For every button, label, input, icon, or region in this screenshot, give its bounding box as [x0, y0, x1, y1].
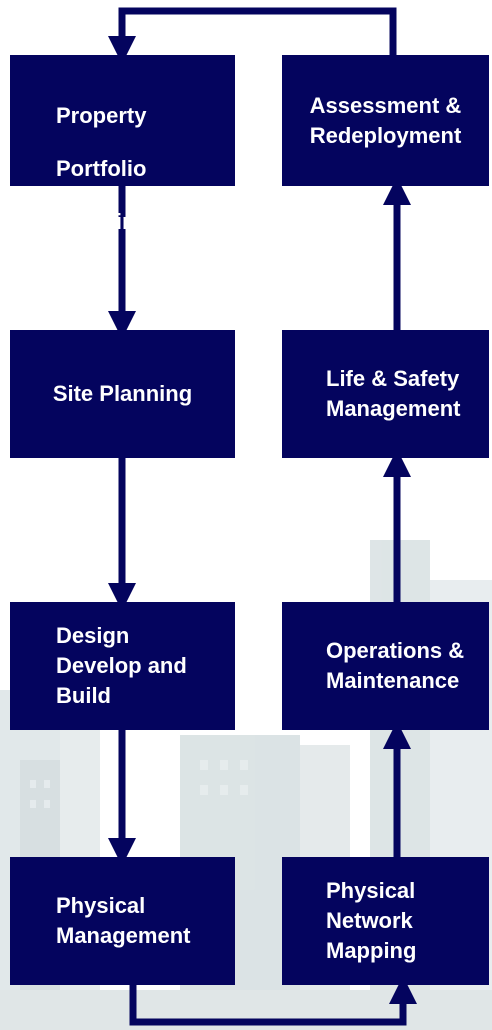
box-label-line: Life & Safety — [326, 366, 460, 391]
box-label-line: Operations & — [326, 638, 465, 663]
box-label-line: Redeployment — [309, 122, 462, 148]
box-physical-management: Physical Management — [10, 857, 235, 985]
box-label-line: Network — [326, 908, 413, 933]
box-assessment-redeployment: Assessment & Redeployment — [282, 55, 489, 186]
box-label-line: Site Planning — [52, 381, 193, 406]
box-site-planning: Site Planning — [10, 330, 235, 458]
arrow-assessment-to-property — [108, 7, 397, 64]
box-physical-network-mapping: Physical Network Mapping — [282, 857, 489, 985]
arrow-physical-mgmt-to-network — [129, 976, 417, 1026]
box-label-line: Physical — [56, 893, 146, 918]
box-label-line: Management — [326, 396, 461, 421]
box-label-line: Design — [56, 623, 130, 648]
box-label-line: Maintenance — [326, 668, 460, 693]
box-label-line: Build — [56, 683, 111, 708]
box-label-line: Physical — [326, 878, 416, 903]
box-operations-maintenance: Operations & Maintenance — [282, 602, 489, 730]
box-label-line: Portfolio — [56, 156, 147, 181]
box-label-line: Develop and — [56, 653, 187, 678]
box-label-line: Assessment & — [309, 92, 462, 118]
box-property-portfolio-planning: Property Portfolio Planning — [10, 55, 235, 234]
box-label-line: Mapping — [326, 938, 417, 963]
box-label-line: Property — [56, 103, 147, 128]
box-label-line: Management — [56, 923, 191, 948]
box-life-safety-management: Life & Safety Management — [282, 330, 489, 458]
box-design-develop-and-build: Design Develop and Build — [10, 602, 235, 730]
box-label-line: Planning — [56, 209, 149, 234]
